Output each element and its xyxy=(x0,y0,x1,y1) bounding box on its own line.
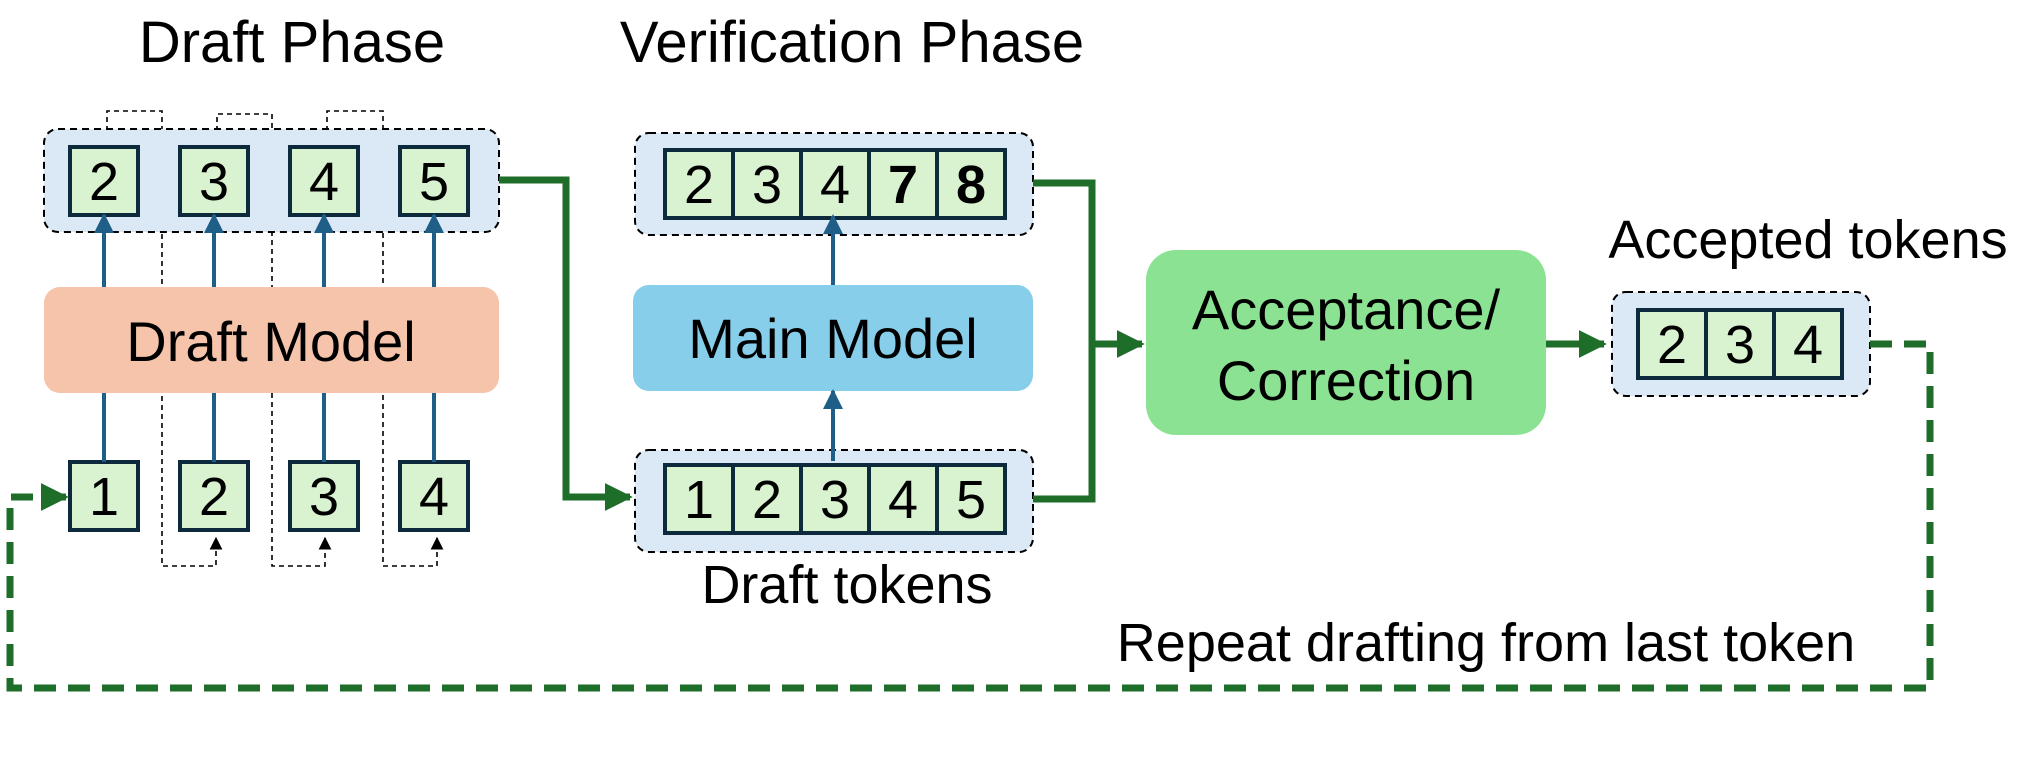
token-box xyxy=(935,148,1007,220)
token-box xyxy=(799,463,871,535)
token-text: 2 xyxy=(199,467,229,527)
draft-model-box xyxy=(44,287,499,393)
token-box xyxy=(663,463,735,535)
draft-to-verify-arrow xyxy=(499,176,633,511)
repeat-drafting-label: Repeat drafting from last token xyxy=(1117,613,1855,673)
token-text: 3 xyxy=(820,470,850,530)
token-text: 2 xyxy=(89,152,119,212)
draft-model-arrows xyxy=(94,213,444,462)
token-box xyxy=(867,148,939,220)
token-text: 2 xyxy=(752,470,782,530)
draft-output-token: 5 xyxy=(398,145,470,217)
token-text: 2 xyxy=(1657,315,1687,375)
token-box xyxy=(731,463,803,535)
draft-token: 2 xyxy=(731,463,803,535)
main-output-token: 8 xyxy=(935,148,1007,220)
main-output-token: 4 xyxy=(799,148,871,220)
accepted-token: 4 xyxy=(1772,308,1844,380)
accepted-tokens-label: Accepted tokens xyxy=(1608,210,2007,270)
correction-label: Correction xyxy=(1217,349,1475,412)
main-output-token: 3 xyxy=(731,148,803,220)
acceptance-label: Acceptance/ xyxy=(1192,278,1501,341)
token-text: 1 xyxy=(89,467,119,527)
draft-output-token: 2 xyxy=(68,145,140,217)
draft-input-token: 2 xyxy=(178,460,250,532)
token-box xyxy=(799,148,871,220)
draft-token: 1 xyxy=(663,463,735,535)
repeat-drafting-arrow xyxy=(6,340,1934,692)
token-text: 3 xyxy=(1725,315,1755,375)
draft-input-token: 3 xyxy=(288,460,360,532)
token-box xyxy=(867,463,939,535)
draft-tokens-label: Draft tokens xyxy=(701,555,992,615)
main-output-token: 2 xyxy=(663,148,735,220)
token-box xyxy=(1772,308,1844,380)
token-text: 3 xyxy=(752,155,782,215)
token-text: 8 xyxy=(956,155,986,215)
token-text: 1 xyxy=(684,470,714,530)
draft-model-label: Draft Model xyxy=(126,310,415,373)
verify-bracket xyxy=(1033,179,1096,503)
token-text: 5 xyxy=(419,152,449,212)
draft-token: 3 xyxy=(799,463,871,535)
draft-token: 5 xyxy=(935,463,1007,535)
draft-input-token: 1 xyxy=(68,460,140,532)
accepted-token: 2 xyxy=(1636,308,1708,380)
token-text: 2 xyxy=(684,155,714,215)
draft-output-token: 3 xyxy=(178,145,250,217)
verification-phase-title: Verification Phase xyxy=(620,10,1084,75)
token-text: 4 xyxy=(820,155,850,215)
draft-input-tokens: 1 2 3 4 xyxy=(68,460,470,532)
token-box xyxy=(68,145,140,217)
main-output-token: 7 xyxy=(867,148,939,220)
token-text: 5 xyxy=(956,470,986,530)
token-box xyxy=(178,145,250,217)
token-text: 4 xyxy=(888,470,918,530)
token-box xyxy=(731,148,803,220)
token-text: 4 xyxy=(309,152,339,212)
acceptance-correction-box xyxy=(1146,250,1546,435)
draft-output-token: 4 xyxy=(288,145,360,217)
draft-phase-title: Draft Phase xyxy=(139,10,445,75)
token-text: 3 xyxy=(309,467,339,527)
token-text: 7 xyxy=(888,155,918,215)
token-box xyxy=(935,463,1007,535)
token-text: 4 xyxy=(1793,315,1823,375)
token-box xyxy=(178,460,250,532)
draft-token: 4 xyxy=(867,463,939,535)
main-model-label: Main Model xyxy=(688,307,977,370)
token-text: 4 xyxy=(419,467,449,527)
token-box xyxy=(663,148,735,220)
token-text: 3 xyxy=(199,152,229,212)
accepted-token: 3 xyxy=(1704,308,1776,380)
draft-input-token: 4 xyxy=(398,460,470,532)
main-model-box xyxy=(633,285,1033,391)
